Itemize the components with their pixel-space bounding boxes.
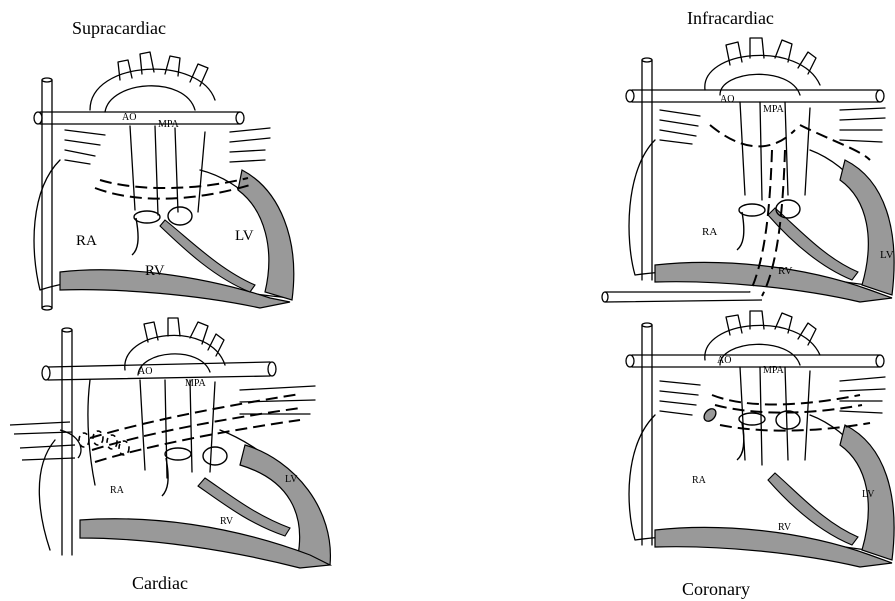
caption-cardiac: Cardiac bbox=[132, 573, 188, 594]
label-rv: RV bbox=[778, 522, 792, 533]
label-ao: AO bbox=[720, 94, 734, 105]
heart-diagram-infracardiac: AO MPA RA RV LV bbox=[600, 30, 895, 310]
heart-diagram-supracardiac: AO MPA RA RV LV bbox=[0, 40, 300, 310]
caption-infracardiac: Infracardiac bbox=[687, 8, 774, 29]
caption-supracardiac: Supracardiac bbox=[72, 18, 166, 39]
label-ra: RA bbox=[702, 226, 717, 238]
label-rv: RV bbox=[778, 265, 792, 277]
caption-coronary: Coronary bbox=[682, 579, 750, 600]
label-ra: RA bbox=[110, 485, 125, 496]
label-lv: LV bbox=[285, 474, 298, 485]
label-ao: AO bbox=[138, 366, 152, 377]
label-mpa: MPA bbox=[763, 104, 785, 115]
label-rv: RV bbox=[220, 516, 234, 527]
heart-diagram-coronary: AO MPA RA RV LV bbox=[600, 305, 895, 575]
label-ra: RA bbox=[76, 233, 97, 249]
label-rv: RV bbox=[145, 263, 165, 279]
heart-diagram-cardiac: AO MPA RA RV LV bbox=[0, 310, 340, 570]
label-mpa: MPA bbox=[185, 378, 207, 389]
label-mpa: MPA bbox=[158, 119, 180, 130]
label-ao: AO bbox=[717, 355, 731, 366]
label-ao: AO bbox=[122, 112, 136, 123]
label-lv: LV bbox=[235, 228, 254, 244]
label-mpa: MPA bbox=[763, 365, 785, 376]
label-ra: RA bbox=[692, 475, 707, 486]
label-lv: LV bbox=[880, 249, 894, 261]
label-lv: LV bbox=[862, 489, 875, 500]
